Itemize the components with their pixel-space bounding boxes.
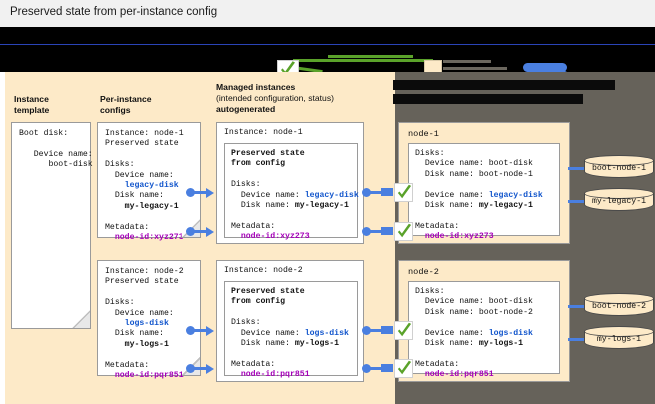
vm-instance-inner-node-1: Disks: Device name: boot-disk Disk name:…: [408, 143, 560, 241]
vm-instances-heading-line2: [393, 94, 583, 104]
green-check-icon-disk-node-2: [394, 321, 413, 340]
per-instance-config-card-node-2: Instance: node-2 Preserved state Disks: …: [97, 260, 201, 380]
instance-template-card: Boot disk: Device name: boot-disk: [11, 122, 93, 329]
vm-instance-name-node-1: node-1: [408, 129, 439, 139]
disk-my-logs-1: my-logs-1: [584, 326, 655, 352]
disk-connector-boot-node-1: [568, 167, 584, 170]
vm-instance-card-node-1: node-1 Disks: Device name: boot-disk Dis…: [398, 122, 570, 244]
cylinder-top: [584, 293, 654, 304]
per-instance-config-card-node-1: Instance: node-1 Preserved state Disks: …: [97, 122, 201, 242]
connector-line-metadata-node-2: [194, 367, 208, 370]
disk-boot-node-2: boot-node-2: [584, 293, 655, 319]
connector-arrow-disk-node-2: [206, 326, 214, 336]
managed-instance-text-node-1: Preserved state from config Disks: Devic…: [231, 149, 359, 242]
connector-arrow-disk-node-1: [206, 188, 214, 198]
disk-connector-my-legacy-1: [568, 200, 584, 203]
connector-dot-managed-metadata-node-1: [362, 227, 371, 236]
connector-dot-disk-node-2: [186, 326, 195, 335]
vm-instances-heading-line1: [393, 80, 615, 90]
cylinder-top: [584, 155, 654, 166]
column-header-managed-instances: Managed instances (intended configuratio…: [216, 82, 334, 114]
disk-label-my-legacy-1: my-legacy-1: [591, 197, 647, 206]
vm-instance-inner-node-2: Disks: Device name: boot-disk Disk name:…: [408, 281, 560, 379]
cylinder-top: [584, 188, 654, 199]
legend-blue-arrow-head-icon: [553, 65, 567, 72]
page-fold-icon: [72, 310, 91, 329]
connector-dot-disk-node-1: [186, 188, 195, 197]
green-check-icon: [277, 60, 299, 72]
disk-label-boot-node-1: boot-node-1: [591, 164, 647, 173]
legend-gray-rule: [443, 67, 507, 70]
connector-stub-managed-metadata-node-1: [381, 227, 393, 235]
column-header-instance-template: Instance template: [14, 94, 50, 115]
connector-line-managed-disk-node-2: [370, 329, 382, 332]
legend-green-rule-top: [328, 55, 413, 58]
managed-instance-inner-node-1: Preserved state from config Disks: Devic…: [224, 143, 359, 241]
managed-instance-inner-node-2: Preserved state from config Disks: Devic…: [224, 281, 358, 379]
connector-line-managed-metadata-node-2: [370, 367, 382, 370]
connector-dot-metadata-node-2: [186, 364, 195, 373]
legend-green-rule: [293, 59, 433, 62]
managed-instance-card-node-2: Instance: node-2 Preserved state from co…: [216, 260, 364, 382]
legend-blue-arrow-icon: [523, 63, 567, 72]
instance-template-text: Boot disk: Device name: boot-disk: [19, 129, 93, 170]
connector-dot-managed-metadata-node-2: [362, 364, 371, 373]
disk-label-my-logs-1: my-logs-1: [596, 335, 642, 344]
per-instance-config-text-node-2: Instance: node-2 Preserved state Disks: …: [105, 267, 184, 381]
green-check-icon-metadata-node-1: [394, 222, 413, 241]
panel-divider-strip: [385, 72, 395, 404]
managed-instance-title-node-2: Instance: node-2: [224, 266, 303, 275]
connector-arrow-metadata-node-2: [206, 364, 214, 374]
vm-instance-text-node-1: Disks: Device name: boot-disk Disk name:…: [415, 149, 543, 242]
disk-my-legacy-1: my-legacy-1: [584, 188, 655, 214]
connector-stub-managed-disk-node-2: [381, 326, 393, 334]
connector-dot-managed-disk-node-2: [362, 326, 371, 335]
per-instance-config-text-node-1: Instance: node-1 Preserved state Disks: …: [105, 129, 184, 243]
connector-line-metadata-node-1: [194, 230, 208, 233]
cylinder-top: [584, 326, 654, 337]
disk-boot-node-1: boot-node-1: [584, 155, 655, 181]
connector-line-managed-metadata-node-1: [370, 230, 382, 233]
column-header-per-instance-configs: Per-instance configs: [100, 94, 152, 115]
connector-stub-managed-disk-node-1: [381, 188, 393, 196]
disk-connector-my-logs-1: [568, 338, 584, 341]
disk-connector-boot-node-2: [568, 305, 584, 308]
managed-instance-card-node-1: Instance: node-1 Preserved state from co…: [216, 122, 364, 244]
connector-line-managed-disk-node-1: [370, 191, 382, 194]
page-title-bar: Preserved state from per-instance config: [0, 0, 655, 27]
managed-instance-text-node-2: Preserved state from config Disks: Devic…: [231, 287, 349, 380]
legend-gray-rule-2: [443, 60, 491, 63]
vm-instance-name-node-2: node-2: [408, 267, 439, 277]
green-check-icon-metadata-node-2: [394, 359, 413, 378]
disk-label-boot-node-2: boot-node-2: [591, 302, 647, 311]
connector-line-disk-node-2: [194, 329, 208, 332]
managed-instance-title-node-1: Instance: node-1: [224, 128, 303, 137]
green-check-icon-disk-node-1: [394, 183, 413, 202]
connector-dot-metadata-node-1: [186, 227, 195, 236]
connector-arrow-metadata-node-1: [206, 227, 214, 237]
connector-dot-managed-disk-node-1: [362, 188, 371, 197]
legend-hairline: [0, 44, 655, 45]
diagram-canvas: Instance template Per-instance configs M…: [0, 72, 655, 404]
page-title: Preserved state from per-instance config: [10, 6, 218, 18]
legend-band: [0, 27, 655, 72]
legend-config-box-icon: [424, 60, 442, 72]
connector-stub-managed-metadata-node-2: [381, 364, 393, 372]
connector-line-disk-node-1: [194, 191, 208, 194]
vm-instance-card-node-2: node-2 Disks: Device name: boot-disk Dis…: [398, 260, 570, 382]
vm-instance-text-node-2: Disks: Device name: boot-disk Disk name:…: [415, 287, 533, 380]
